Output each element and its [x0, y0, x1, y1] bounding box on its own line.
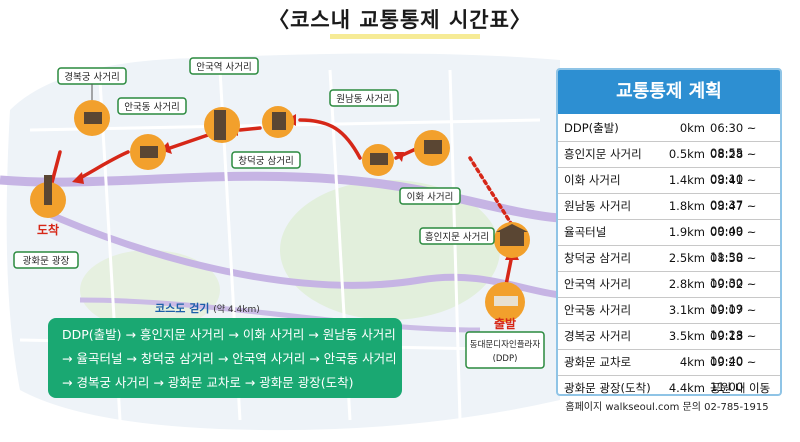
label-changdeok: 창덕궁 삼거리 — [238, 156, 293, 167]
route-segment — [468, 156, 514, 227]
label-heunginjimun: 흥인지문 사거리 — [425, 231, 489, 243]
page-title: 〈코스내 교통통제 시간표〉 — [0, 4, 800, 39]
ddp-label-sub: (DDP) — [493, 354, 518, 364]
course-line-1: DDP(출발) → 흥인지문 사거리 → 이화 사거리 → 원남동 사거리 — [62, 327, 396, 342]
building-icon — [272, 112, 286, 130]
route-segment — [78, 150, 130, 180]
building-icon — [84, 112, 102, 124]
course-title: 코스도 걷기 (약 4.4km) — [155, 302, 260, 315]
arrival-label: 도착 — [37, 222, 59, 237]
building-icon — [140, 146, 158, 158]
building-icon — [214, 110, 226, 140]
label-ihwa: 이화 사거리 — [407, 192, 454, 203]
title-text: 〈코스내 교통통제 시간표〉 — [268, 8, 532, 32]
label-angukdong: 안국동 사거리 — [124, 102, 179, 113]
road — [79, 297, 481, 333]
course-line-3: → 경복궁 사거리 → 광화문 교차로 → 광화문 광장(도착) — [62, 375, 354, 390]
table-heading: 교통통제 계획 — [558, 70, 780, 114]
departure-label: 출발 — [494, 316, 516, 331]
contact-info: 홈페이지 walkseoul.com 문의 02-785-1915 — [565, 402, 769, 413]
course-box: DDP(출발) → 흥인지문 사거리 → 이화 사거리 → 원남동 사거리 → … — [48, 318, 402, 398]
label-gyeongbok: 경복궁 사거리 — [64, 71, 119, 83]
route-segment — [238, 126, 262, 132]
course-line-2: → 율곡터널 → 창덕궁 삼거리 → 안국역 사거리 → 안국동 사거리 — [62, 351, 397, 366]
route-arrow-icon — [394, 152, 404, 162]
building-icon — [370, 153, 388, 165]
route-segment — [168, 133, 210, 150]
statue-icon — [44, 175, 52, 205]
route-arrow-icon — [72, 172, 84, 184]
roof-icon — [496, 224, 528, 232]
label-wonnam: 원남동 사거리 — [336, 94, 391, 105]
route-segment — [298, 118, 362, 160]
label-gwanghwamun-square: 광화문 광장 — [23, 255, 70, 267]
ddp-label: 동대문디자인플라자 — [470, 339, 541, 350]
label-anguk-station: 안국역 사거리 — [196, 62, 251, 73]
gate-building-icon — [500, 232, 524, 246]
major-road — [0, 171, 561, 223]
ddp-building-icon — [494, 296, 518, 306]
building-icon — [424, 140, 442, 154]
